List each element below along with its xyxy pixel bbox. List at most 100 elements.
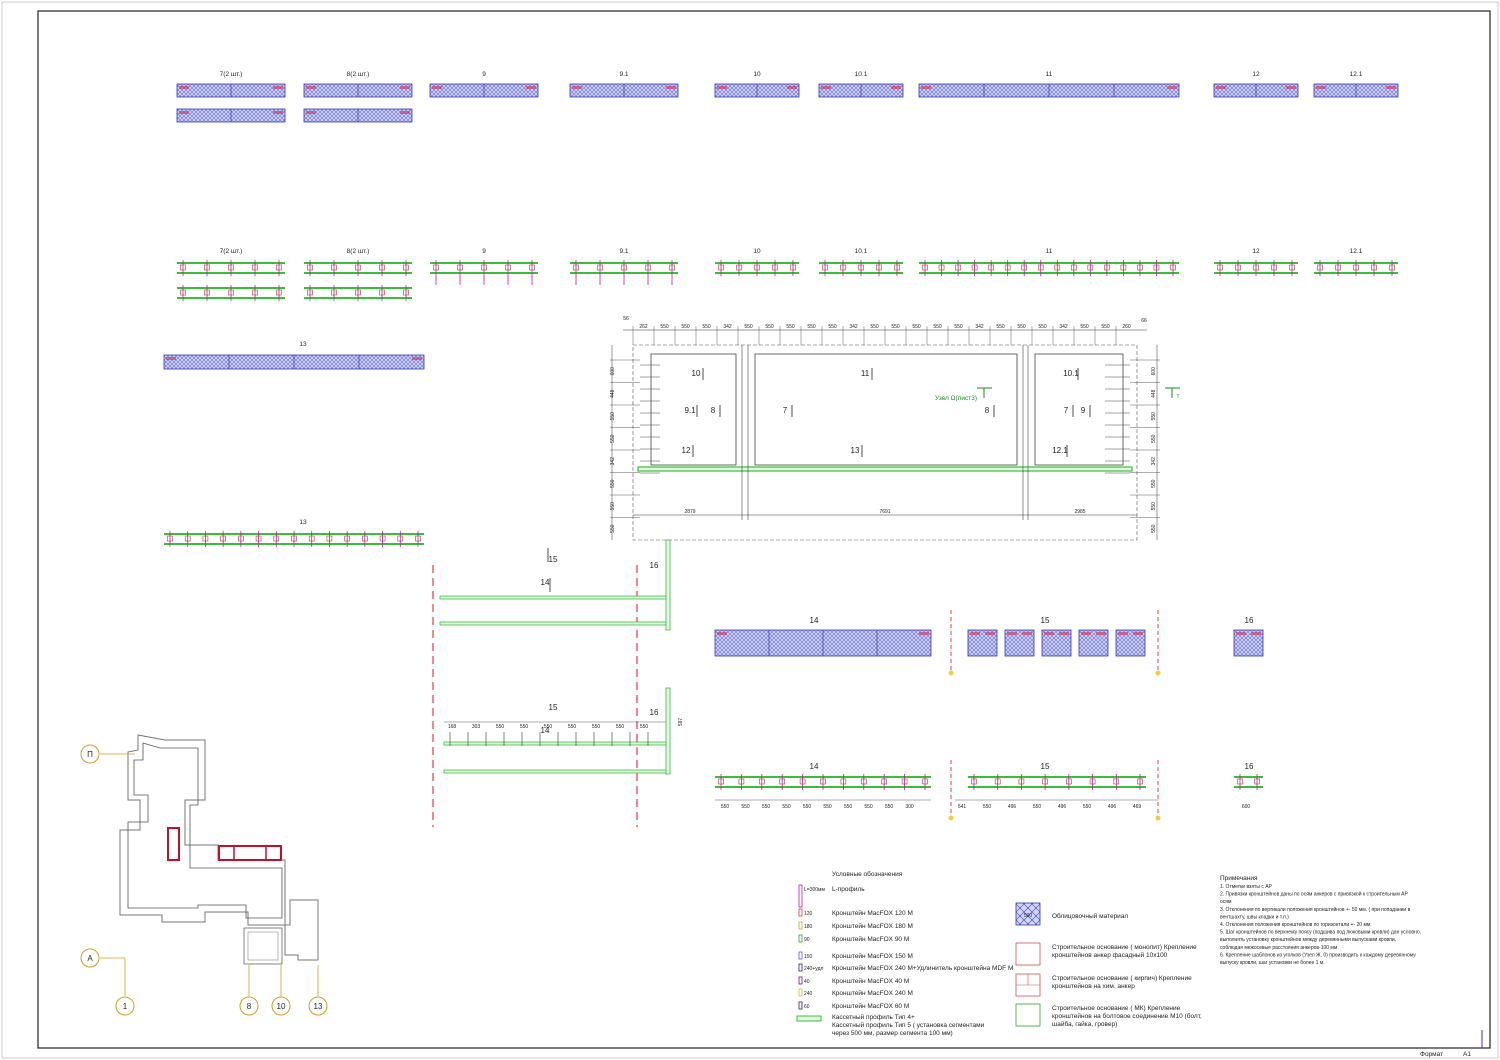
panel-tag — [306, 86, 316, 89]
anchor-mark — [291, 535, 297, 542]
note-line: 6. Крепление шаблонов из уголков (Узел Ж… — [1220, 952, 1416, 958]
anchor-mark — [621, 264, 627, 271]
section-mark: 8 — [711, 406, 716, 415]
legend-rail-symbol — [796, 1015, 822, 1022]
anchor-mark — [1120, 264, 1127, 271]
dim-text-left: 600 — [610, 367, 616, 376]
legend-title: Условные обозначения — [832, 870, 903, 878]
section-dim: 550 — [520, 724, 529, 730]
frame-dim: 496 — [1008, 804, 1017, 810]
frame-label: 12.1 — [1350, 248, 1363, 255]
panel-tag — [1236, 632, 1246, 635]
anchor-mark — [362, 535, 368, 542]
section-mark: 12 — [682, 446, 691, 455]
anchor-mark — [876, 264, 882, 271]
panel-tag — [787, 86, 797, 89]
dim-text-left: 448 — [610, 389, 616, 398]
panel-tag — [572, 86, 582, 89]
cladding-panel-14 — [714, 629, 932, 657]
anchor-mark — [433, 264, 439, 271]
note-line: 3. Отклонения по вертикали положения кро… — [1220, 906, 1411, 913]
note-line: 2. Привязки кронштейнов даны по осям анк… — [1220, 891, 1409, 898]
anchor-mark — [1089, 778, 1096, 785]
anchor-mark — [922, 778, 928, 785]
axis-marker — [948, 670, 954, 676]
legend-material-text: шайба, гайка, гровер) — [1052, 1020, 1117, 1028]
panel-tag — [1059, 632, 1069, 635]
anchor-mark — [204, 264, 210, 271]
anchor-mark — [971, 778, 977, 785]
frame-dim: 550 — [762, 804, 771, 810]
anchor-mark — [1113, 778, 1120, 785]
frame-dim: 496 — [1058, 804, 1067, 810]
dim-text-top: 550 — [765, 324, 774, 330]
panel-tag — [166, 357, 176, 360]
cladding-panel-16 — [1233, 629, 1264, 657]
frame-label: 10.1 — [855, 248, 868, 255]
anchor-mark — [276, 264, 282, 271]
legend-material-text: кронштейнов на хим. анкер — [1052, 982, 1135, 990]
subframe-13 — [164, 531, 424, 547]
legend-item-text: Кронштейн MacFOX 180 М — [832, 922, 913, 930]
legend-item-text: через 500 мм, размер сегмента 100 мм) — [832, 1030, 953, 1037]
legend-hatch — [1015, 902, 1041, 926]
anchor-mark — [1137, 778, 1143, 785]
dim-text-right: 600 — [1151, 367, 1157, 376]
legend-symbol — [798, 963, 803, 972]
subframe — [177, 285, 285, 301]
frame-dim: 550 — [741, 804, 750, 810]
dim-corner-right: 66 — [1141, 318, 1147, 324]
axis-bubble — [308, 996, 328, 1016]
section-rail — [443, 769, 667, 774]
frame-label: 8(2 шт.) — [347, 248, 370, 255]
panel-tag — [1386, 86, 1396, 89]
frame-dim: 550 — [1083, 804, 1092, 810]
anchor-mark — [938, 264, 945, 271]
axis-marker — [948, 815, 954, 821]
panel-label: 9 — [482, 71, 486, 78]
anchor-mark — [1317, 264, 1323, 271]
cladding-panel-15 — [1078, 629, 1109, 657]
dim-text-top: 550 — [912, 324, 921, 330]
anchor-mark — [1037, 264, 1044, 271]
section-dim: 550 — [544, 724, 553, 730]
section-dim: 168 — [448, 724, 457, 730]
dim-text-top: 550 — [828, 324, 837, 330]
panel-tag — [1081, 632, 1091, 635]
dim-text-right: 550 — [1151, 434, 1157, 443]
anchor-mark — [645, 264, 651, 271]
legend-symbol — [798, 1001, 803, 1010]
lintel-band — [637, 466, 1133, 472]
note-line: вентшахту, швы кладки и т.п.) — [1220, 914, 1289, 920]
anchor-mark — [1170, 264, 1176, 271]
frame-dim: 550 — [864, 804, 873, 810]
dim-text-top: 550 — [996, 324, 1005, 330]
anchor-mark — [971, 264, 978, 271]
section-dim: 550 — [616, 724, 625, 730]
frame-dim: 550 — [823, 804, 832, 810]
frame-14-label: 14 — [810, 762, 819, 771]
panel-tag — [400, 111, 410, 114]
subframe — [919, 260, 1179, 276]
cladding-panel — [1213, 83, 1299, 98]
frame-label: 12 — [1252, 248, 1260, 255]
section-rail — [443, 741, 667, 746]
dim-text-right: 448 — [1151, 389, 1157, 398]
panel-tag — [1118, 632, 1128, 635]
anchor-mark — [1237, 778, 1243, 785]
subframe — [1214, 260, 1298, 276]
legend-item-text: Кронштейн MacFOX 240 М — [832, 989, 913, 997]
panel-16-label: 16 — [1245, 616, 1254, 625]
section-mark: 12.1 — [1052, 446, 1068, 455]
anchor-mark — [307, 264, 313, 271]
section-mark: 10 — [692, 369, 701, 378]
cladding-panel — [303, 83, 413, 98]
anchor-mark — [736, 264, 742, 271]
section-label-15: 15 — [549, 703, 558, 712]
note-line: 5. Шаг кронштейнов по верхнему поясу (по… — [1220, 929, 1421, 936]
